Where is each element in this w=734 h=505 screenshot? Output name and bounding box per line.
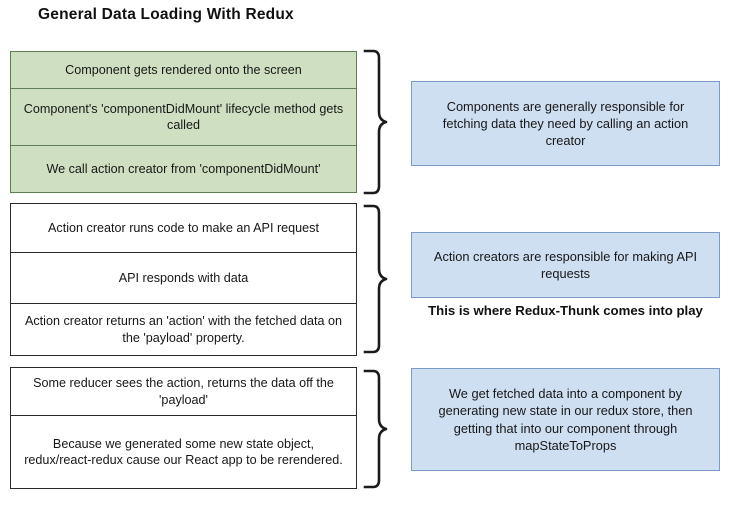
note-components: Components are generally responsible for… [411, 81, 720, 166]
note-action-creators: Action creators are responsible for maki… [411, 232, 720, 298]
brace-action-creator-phase [362, 203, 390, 355]
note-mapstatetoprops: We get fetched data into a component by … [411, 368, 720, 471]
flow-step: We call action creator from 'componentDi… [11, 145, 356, 192]
flow-step: Component gets rendered onto the screen [65, 62, 302, 77]
flow-step: Action creator returns an 'action' with … [11, 303, 356, 355]
flow-group-component-phase: Component gets rendered onto the screen … [10, 51, 357, 193]
flow-step: Action creator runs code to make an API … [48, 220, 319, 235]
flow-group-reducer-phase: Some reducer sees the action, returns th… [10, 367, 357, 489]
page-title: General Data Loading With Redux [38, 6, 294, 23]
flow-group-action-creator-phase: Action creator runs code to make an API … [10, 203, 357, 356]
flow-step: Because we generated some new state obje… [11, 415, 356, 488]
brace-reducer-phase [362, 368, 390, 490]
callout-redux-thunk: This is where Redux-Thunk comes into pla… [428, 303, 703, 318]
flow-step: Component's 'componentDidMount' lifecycl… [11, 88, 356, 145]
brace-component-phase [362, 48, 390, 196]
flow-step: Some reducer sees the action, returns th… [33, 376, 334, 407]
flow-step: API responds with data [11, 252, 356, 303]
